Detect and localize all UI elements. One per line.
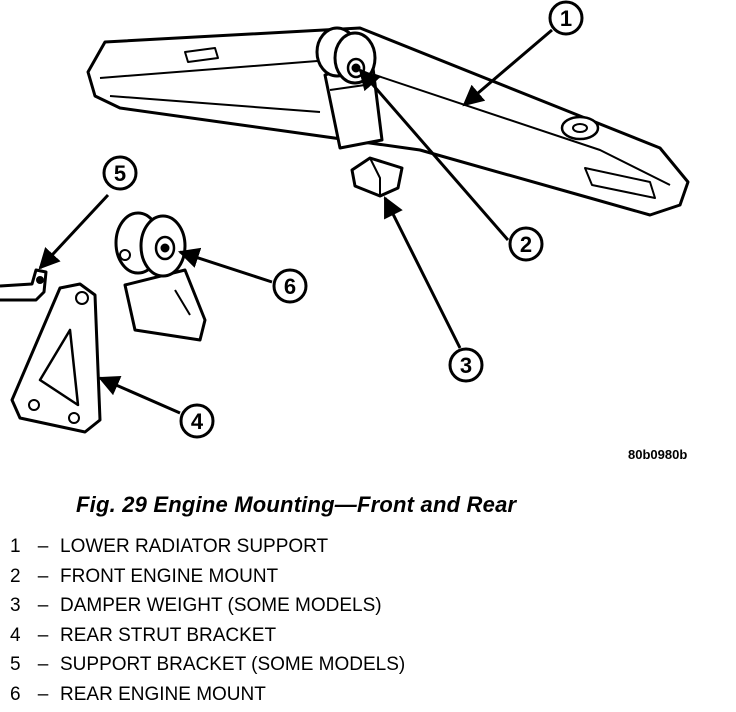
legend-item: 2–FRONT ENGINE MOUNT bbox=[10, 562, 405, 592]
engine-mounting-illustration: 1 2 3 4 5 6 bbox=[0, 0, 690, 439]
figure-caption: Fig. 29 Engine Mounting—Front and Rear bbox=[76, 492, 517, 517]
callout-1: 1 bbox=[462, 0, 584, 107]
svg-text:3: 3 bbox=[460, 353, 472, 378]
callout-5: 5 bbox=[38, 155, 138, 270]
support-bracket bbox=[0, 268, 48, 302]
legend-text: LOWER RADIATOR SUPPORT bbox=[60, 536, 329, 557]
legend-dash: – bbox=[37, 683, 49, 705]
svg-text:2: 2 bbox=[520, 232, 532, 257]
legend-number: 5 bbox=[10, 654, 21, 675]
svg-text:6: 6 bbox=[284, 274, 296, 299]
legend-dash: – bbox=[37, 595, 49, 616]
legend-text: DAMPER WEIGHT (SOME MODELS) bbox=[60, 595, 382, 616]
legend-number: 2 bbox=[10, 565, 21, 587]
figure-code: 80b0980b bbox=[628, 447, 688, 462]
legend-dash: – bbox=[37, 536, 49, 557]
legend-text: FRONT ENGINE MOUNT bbox=[60, 565, 279, 587]
legend-text: SUPPORT BRACKET (SOME MODELS) bbox=[60, 654, 406, 675]
legend-text: REAR ENGINE MOUNT bbox=[60, 683, 266, 705]
callout-6: 6 bbox=[178, 247, 308, 304]
legend-text: REAR STRUT BRACKET bbox=[60, 624, 277, 646]
legend-item: 5–SUPPORT BRACKET (SOME MODELS) bbox=[10, 650, 405, 680]
legend-item: 3–DAMPER WEIGHT (SOME MODELS) bbox=[10, 591, 405, 621]
callout-3: 3 bbox=[383, 196, 484, 383]
legend-dash: – bbox=[37, 654, 49, 675]
rear-strut-bracket bbox=[10, 282, 102, 434]
svg-text:4: 4 bbox=[191, 409, 204, 434]
legend-number: 1 bbox=[10, 536, 21, 557]
legend-number: 6 bbox=[10, 683, 21, 705]
legend-number: 3 bbox=[10, 595, 21, 616]
svg-text:5: 5 bbox=[114, 161, 126, 186]
legend-dash: – bbox=[37, 565, 49, 587]
damper-weight bbox=[350, 156, 404, 198]
svg-text:1: 1 bbox=[560, 6, 572, 31]
callout-2: 2 bbox=[358, 68, 544, 262]
legend-item: 1–LOWER RADIATOR SUPPORT bbox=[10, 532, 405, 562]
legend-item: 4–REAR STRUT BRACKET bbox=[10, 621, 405, 651]
legend-dash: – bbox=[37, 624, 49, 646]
legend-number: 4 bbox=[10, 624, 21, 646]
callout-4: 4 bbox=[98, 375, 215, 439]
rear-engine-mount bbox=[114, 211, 207, 342]
lower-radiator-support bbox=[86, 26, 690, 217]
legend: 1–LOWER RADIATOR SUPPORT 2–FRONT ENGINE … bbox=[10, 532, 405, 709]
legend-item: 6–REAR ENGINE MOUNT bbox=[10, 680, 405, 710]
